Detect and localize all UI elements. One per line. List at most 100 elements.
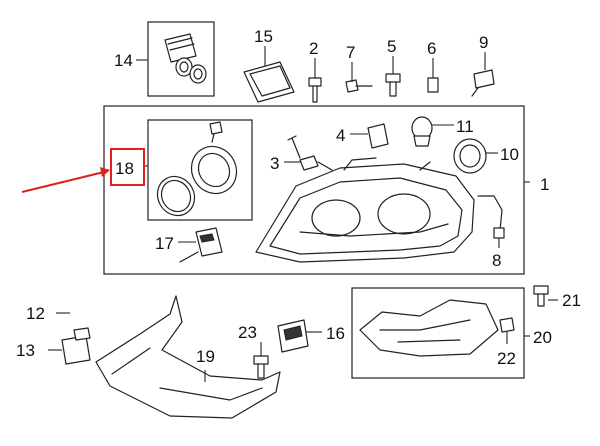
callout-17: 17	[155, 234, 174, 253]
part-18-gasket	[156, 175, 196, 217]
callout-1: 1	[540, 175, 549, 194]
headlamp-lens	[269, 177, 463, 255]
headlamp-led-strip	[299, 223, 449, 237]
part-23-shank	[257, 363, 265, 379]
callout-7: 7	[346, 43, 355, 62]
callout-22: 22	[497, 349, 516, 368]
callout-6: 6	[427, 39, 436, 58]
part-18-gasket-inner	[160, 179, 192, 213]
part-10-group	[453, 138, 498, 174]
part-13-nozzle	[73, 327, 91, 341]
part-20-group	[359, 299, 499, 357]
headlamp-reflector-a	[311, 199, 361, 237]
headlamp-body	[255, 163, 475, 263]
part-12-hose-fill	[68, 282, 116, 308]
part-17-body	[195, 227, 223, 257]
part-14-group	[136, 21, 215, 97]
part-22-group	[499, 317, 515, 344]
headlamp-assembly-box	[103, 105, 525, 275]
part-3-group	[284, 135, 333, 171]
highlight-arrow-line	[21, 171, 105, 193]
part-10-cap-inner	[459, 144, 481, 168]
part-18-box	[147, 119, 253, 221]
callout-5: 5	[387, 37, 396, 56]
callout-20: 20	[533, 328, 552, 347]
part-17-shaft	[179, 251, 199, 263]
part-14-module	[164, 33, 197, 63]
part-5-head	[385, 73, 401, 83]
part-2-shank	[312, 85, 318, 103]
part-21-shank	[537, 293, 545, 307]
callout-14: 14	[114, 51, 133, 70]
part-20-ribs	[379, 319, 471, 343]
part-9-socket	[473, 69, 495, 89]
callout-4: 4	[336, 126, 345, 145]
callout-18: 18	[115, 159, 134, 178]
headlamp-tabs	[343, 157, 431, 171]
part-17-group	[178, 227, 223, 263]
callout-15: 15	[254, 27, 273, 46]
part-2-head	[308, 77, 322, 87]
callout-23: 23	[238, 323, 257, 342]
part-11-base	[413, 135, 431, 147]
part-16-group	[277, 319, 322, 353]
part-3-wire	[317, 161, 333, 171]
part-7-group	[345, 62, 373, 93]
part-8-wire	[477, 195, 503, 231]
callout-3: 3	[270, 154, 279, 173]
callout-13: 13	[16, 341, 35, 360]
highlight-arrow-head	[100, 167, 110, 177]
callout-8: 8	[492, 251, 501, 270]
part-21-group	[533, 285, 558, 307]
part-4-connector	[367, 123, 389, 149]
part-6-group	[427, 58, 439, 93]
part-14-module-ribs	[167, 37, 195, 51]
part-18-group	[144, 119, 253, 221]
callout-19: 19	[196, 347, 215, 366]
part-14-seal-b-inner	[193, 68, 203, 80]
part-7-head	[345, 79, 359, 93]
part-8-group	[477, 195, 505, 248]
part-15-plate	[243, 61, 295, 103]
callout-11: 11	[456, 117, 474, 136]
part-14-seal-a-inner	[179, 61, 189, 73]
part-18-cover	[190, 145, 238, 195]
part-23-head	[253, 355, 269, 365]
part-3-connector	[299, 155, 319, 171]
part-9-pin	[471, 87, 479, 97]
part-22-clip	[499, 317, 515, 333]
callout-18-highlight-box	[110, 148, 145, 186]
part-18-screw	[209, 121, 223, 135]
part-15-inner	[249, 65, 291, 97]
part-3-screw	[287, 135, 301, 159]
part-14-seal-b	[189, 64, 207, 84]
headlamp-housing	[255, 157, 475, 263]
callout-16: 16	[326, 324, 345, 343]
part-8-plug	[493, 227, 505, 239]
part-12-group	[56, 282, 116, 314]
callout-2: 2	[309, 39, 318, 58]
part-15-group	[243, 46, 295, 103]
headlamp-reflector-b	[377, 193, 431, 235]
part-5-group	[385, 56, 401, 97]
part-11-group	[411, 116, 454, 147]
part-5-shank	[389, 81, 397, 97]
callout-9: 9	[479, 33, 488, 52]
part-2-group	[308, 58, 322, 103]
callout-10: 10	[500, 145, 519, 164]
part-14-box	[147, 21, 215, 97]
part-17-plug	[199, 233, 215, 243]
part-6-clip	[427, 77, 439, 93]
part-13-group	[48, 327, 91, 365]
callout-21: 21	[562, 291, 581, 310]
part-19-bracket	[95, 295, 281, 419]
part-16-connector	[283, 325, 303, 341]
part-14-seal-a	[175, 57, 193, 77]
part-23-group	[253, 342, 269, 379]
part-19-group	[95, 295, 281, 419]
part-18-cover-inner	[197, 152, 231, 188]
part-4-group	[350, 123, 389, 149]
part-19-ribs	[111, 347, 263, 401]
part-18-screw-shank	[211, 133, 215, 143]
